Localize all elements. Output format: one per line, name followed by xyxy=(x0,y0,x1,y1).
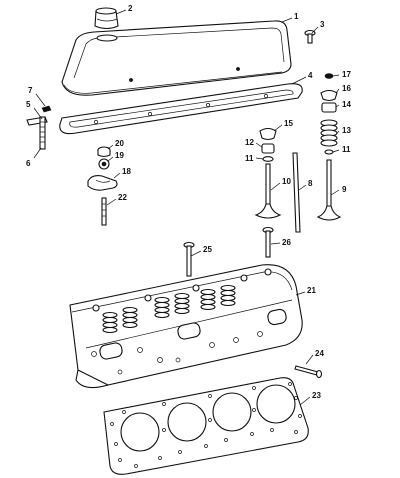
callout-23: 23 xyxy=(312,391,321,400)
rocker-arm-stack xyxy=(87,146,118,226)
callout-9: 9 xyxy=(342,185,347,194)
oil-filler-cap xyxy=(94,7,119,30)
callout-8: 8 xyxy=(308,179,313,188)
callout-24: 24 xyxy=(315,349,324,358)
head-bolt-short xyxy=(262,226,274,258)
cylinder-head xyxy=(69,264,303,389)
push-rod xyxy=(292,152,301,233)
callout-7: 7 xyxy=(28,86,33,95)
callout-25: 25 xyxy=(203,245,212,254)
exhaust-valve-assembly xyxy=(316,73,342,221)
callout-6: 6 xyxy=(26,159,31,168)
callout-4: 4 xyxy=(308,71,313,80)
callout-14: 14 xyxy=(342,100,351,109)
callout-5: 5 xyxy=(26,100,31,109)
head-valve-springs xyxy=(102,284,236,334)
callout-labels: 2 1 3 4 7 5 6 20 19 18 22 15 12 11 10 8 … xyxy=(26,4,351,400)
rocker-cover-gasket xyxy=(59,83,303,135)
cover-bolt xyxy=(304,29,316,44)
callout-15: 15 xyxy=(284,119,293,128)
callout-19: 19 xyxy=(115,151,124,160)
leader-lines xyxy=(33,9,340,406)
rocker-cover xyxy=(61,20,292,96)
callout-20: 20 xyxy=(115,139,124,148)
callout-16: 16 xyxy=(342,84,351,93)
callout-3: 3 xyxy=(320,20,325,29)
callout-11-right: 11 xyxy=(342,145,351,154)
intake-valve-assembly xyxy=(254,127,282,219)
callout-12: 12 xyxy=(245,138,254,147)
head-bolt-long xyxy=(183,241,195,277)
callout-18: 18 xyxy=(122,167,131,176)
callout-2: 2 xyxy=(128,4,133,13)
callout-21: 21 xyxy=(307,286,316,295)
stud-assembly-left xyxy=(26,105,52,150)
head-gasket xyxy=(103,377,309,475)
callout-26: 26 xyxy=(282,238,291,247)
callout-22: 22 xyxy=(118,193,127,202)
callout-10: 10 xyxy=(282,177,291,186)
manifold-bolt xyxy=(294,365,323,379)
callout-13: 13 xyxy=(342,126,351,135)
callout-1: 1 xyxy=(294,12,299,21)
callout-17: 17 xyxy=(342,70,351,79)
callout-11-center: 11 xyxy=(245,154,254,163)
